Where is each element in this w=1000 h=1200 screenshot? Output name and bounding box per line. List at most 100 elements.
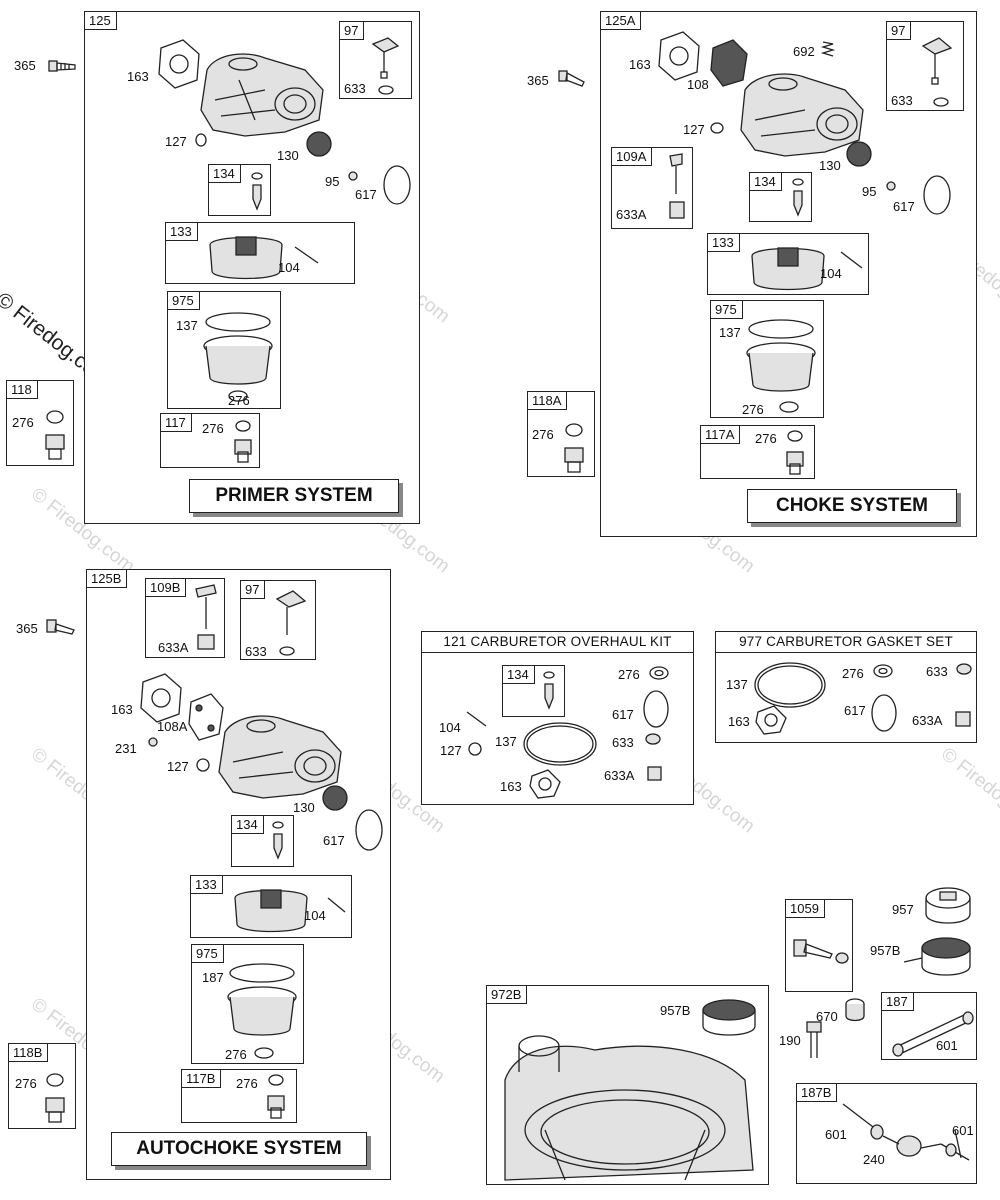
gasket-icon (755, 705, 787, 735)
float-icon (751, 247, 825, 291)
o-ring-icon (355, 809, 383, 851)
part-box-tag: 109A (612, 148, 653, 166)
gasket-icon (140, 673, 182, 723)
part-box-tag: 109B (146, 579, 187, 597)
part-label: 187 (202, 970, 224, 985)
part-box-tag: 187 (882, 993, 914, 1011)
part-box-109a: 109A 633A (611, 147, 693, 229)
shaft-icon (921, 37, 953, 107)
bolt-icon (806, 1021, 822, 1058)
bowl-nut-icon (45, 410, 65, 460)
part-box-tag: 134 (503, 666, 535, 684)
part-label: 137 (726, 677, 748, 692)
part-label: 276 (236, 1076, 258, 1091)
bowl-nut-icon (786, 430, 804, 475)
fuel-cap-icon (702, 999, 756, 1036)
part-box-118: 118 276 (6, 380, 74, 466)
bushing-icon (845, 998, 865, 1022)
part-label: 108 (687, 77, 709, 92)
part-label: 276 (618, 667, 640, 682)
watermark-text: © Firedog.com (937, 743, 1000, 838)
part-box-tag: 187B (797, 1084, 838, 1102)
part-label: 957B (870, 943, 901, 958)
washer-icon (649, 666, 669, 680)
panel-tag: 125 (85, 12, 117, 30)
part-box-tag: 117B (182, 1070, 222, 1088)
carburetor-icon (158, 39, 324, 137)
part-box-187b: 187B 601 601 240 (796, 1083, 977, 1184)
part-box-tag: 117 (161, 414, 192, 432)
part-box-134: 134 (749, 172, 812, 222)
part-label: 633A (616, 207, 647, 222)
part-label: 95 (862, 184, 877, 199)
part-box-tag: 133 (708, 234, 740, 252)
part-box-tag: 118A (528, 392, 568, 410)
bowl-nut-icon (564, 423, 584, 473)
part-box-109b: 109B 633A (145, 578, 225, 658)
part-box-tag: 975 (192, 945, 224, 963)
part-label: 137 (176, 318, 198, 333)
part-label: 137 (719, 325, 741, 340)
part-label: 601 (952, 1123, 974, 1138)
part-label: 601 (825, 1127, 847, 1142)
throttle-plate-icon (846, 141, 872, 167)
gasket-ring-icon (754, 662, 826, 708)
needle-icon (272, 821, 284, 860)
bowl-nut-icon (267, 1074, 285, 1119)
system-banner: AUTOCHOKE SYSTEM (111, 1132, 367, 1166)
gasket-icon (710, 122, 724, 134)
part-box-134: 134 (208, 164, 271, 216)
fuel-cap-icon (903, 937, 971, 976)
part-box-tag: 134 (209, 165, 241, 183)
panel-tag: 125B (87, 570, 128, 588)
part-label: 276 (742, 402, 764, 417)
part-box-975: 975 137 276 (710, 300, 824, 418)
primer-bulb-icon (371, 37, 400, 95)
spacer-icon (710, 39, 748, 87)
needle-icon (251, 172, 263, 211)
bolt-icon (558, 70, 585, 87)
part-box-117b: 117B 276 (181, 1069, 297, 1123)
part-box-tag: 117A (701, 426, 741, 444)
screw-icon (886, 181, 896, 191)
part-label: 617 (612, 707, 634, 722)
part-box-97: 97 633 (339, 21, 412, 99)
system-banner: PRIMER SYSTEM (189, 479, 399, 513)
choke-system-panel: 125A 97 633 163 108 692 127 130 95 617 1… (600, 11, 977, 537)
part-label: 633 (344, 81, 366, 96)
part-label: 95 (325, 174, 340, 189)
pin-icon (840, 251, 863, 269)
washer-icon (956, 663, 972, 675)
screw-icon (348, 171, 358, 181)
part-box-tag: 134 (750, 173, 782, 191)
part-label: 104 (439, 720, 461, 735)
cap-icon (647, 766, 662, 781)
part-box-975: 975 137 276 (167, 291, 281, 409)
needle-icon (792, 178, 804, 217)
part-label: 130 (293, 800, 315, 815)
throttle-plate-icon (322, 785, 348, 811)
fuel-tank-icon (504, 1035, 754, 1181)
pin-icon (327, 897, 346, 913)
bolt-icon (793, 939, 849, 964)
part-label: 163 (111, 702, 133, 717)
part-label: 365 (14, 58, 36, 73)
part-label: 633 (612, 735, 634, 750)
bolt-icon (48, 60, 76, 72)
part-box-tag: 975 (711, 301, 743, 319)
part-label: 617 (844, 703, 866, 718)
part-label: 276 (228, 393, 250, 408)
part-label: 163 (728, 714, 750, 729)
system-banner: CHOKE SYSTEM (747, 489, 957, 523)
part-box-tag: 97 (340, 22, 365, 40)
part-label: 108A (157, 719, 188, 734)
gasket-icon (658, 31, 700, 81)
part-box-tag: 118 (7, 381, 38, 399)
panel-tag: 125A (601, 12, 642, 30)
part-label: 163 (500, 779, 522, 794)
gasket-set-panel: 977 CARBURETOR GASKET SET 137 276 633 61… (715, 631, 977, 743)
pin-icon (466, 711, 487, 727)
carburetor-icon (740, 73, 864, 157)
part-box-1059: 1059 (785, 899, 853, 992)
screw-icon (148, 737, 158, 747)
